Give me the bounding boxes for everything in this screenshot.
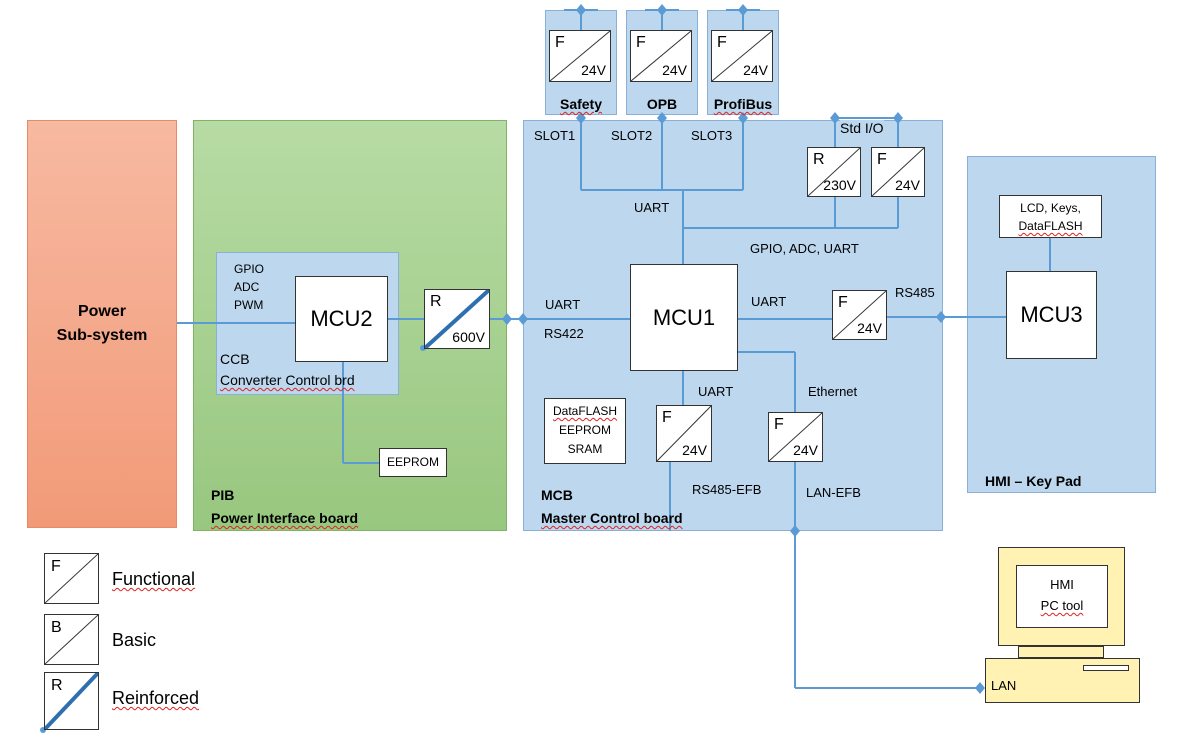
- isolator-diagonal-icon: [631, 31, 691, 81]
- mcu2-box: MCU2: [295, 276, 388, 362]
- isolator-rs485: F 24V: [832, 290, 887, 340]
- isolator-letter: F: [838, 294, 848, 311]
- mcb-short-label: MCB: [541, 487, 573, 503]
- hmi-title: HMI – Key Pad: [985, 473, 1082, 489]
- memory-eeprom: EEPROM: [558, 423, 611, 437]
- isolator-voltage: 230V: [823, 177, 856, 193]
- isolator-diagonal-icon: [808, 148, 860, 196]
- isolator-letter: F: [717, 34, 727, 51]
- isolator-letter: R: [813, 151, 825, 168]
- isolator-voltage: 600V: [452, 329, 485, 345]
- ccb-signal-gpio: GPIO: [234, 262, 265, 276]
- isolator-slot-safety: F 24V: [549, 30, 611, 82]
- memory-box: DataFLASH EEPROM SRAM: [544, 398, 626, 464]
- legend-letter: B: [51, 619, 62, 636]
- slot-opb-label: OPB: [646, 96, 678, 112]
- isolator-diagonal-icon: [425, 290, 489, 348]
- ccb-signal-list: GPIO ADC PWM: [234, 260, 264, 314]
- isolator-letter: R: [430, 293, 442, 310]
- isolator-letter: F: [662, 409, 672, 426]
- uart-top-label: UART: [634, 200, 670, 215]
- slot-safety-label: Safety: [559, 96, 603, 112]
- legend-letter: F: [51, 558, 61, 575]
- isolator-letter: F: [774, 416, 784, 433]
- isolator-stdio-r: R 230V: [807, 147, 861, 197]
- ccb-signal-pwm: PWM: [234, 298, 264, 312]
- mcu3-box: MCU3: [1006, 271, 1097, 359]
- pib-full-label: Power Interface board: [211, 510, 359, 526]
- isolator-voltage: 24V: [662, 62, 687, 78]
- power-title-line2: Sub-system: [56, 327, 148, 344]
- lan-efb-label: LAN-EFB: [806, 485, 861, 500]
- pib-short-label: PIB: [211, 487, 235, 503]
- isolator-uart-efb: F 24V: [656, 405, 712, 462]
- hmi-memory-line1: LCD, Keys,: [1020, 201, 1081, 215]
- isolator-voltage: 24V: [793, 442, 818, 458]
- gpio-adc-uart-label: GPIO, ADC, UART: [750, 241, 859, 256]
- eeprom-box: EEPROM: [379, 448, 447, 477]
- legend-text-0: Functional: [112, 569, 196, 589]
- mcb-full-label: Master Control board: [541, 510, 683, 526]
- isolator-slot-profibus: F 24V: [711, 30, 773, 82]
- ccb-label: CCB: [220, 351, 250, 367]
- ethernet-label: Ethernet: [808, 384, 858, 399]
- isolator-voltage: 24V: [857, 320, 882, 336]
- isolator-pib-r: R 600V: [424, 289, 490, 349]
- legend-diagonal-icon: [45, 554, 98, 603]
- legend-diagonal-icon: [45, 615, 98, 664]
- isolator-voltage: 24V: [743, 62, 768, 78]
- memory-dataflash: DataFLASH: [552, 404, 618, 418]
- pc-drive-slot: [1083, 665, 1129, 671]
- slot3-label: SLOT3: [691, 128, 733, 143]
- legend-symbol-1: B: [44, 614, 99, 665]
- isolator-diagonal-icon: [712, 31, 772, 81]
- rs485-label: RS485: [895, 285, 935, 300]
- slot-profibus-label: ProfiBus: [713, 96, 773, 112]
- isolator-diagonal-icon: [657, 406, 711, 461]
- rs422-label: RS422: [544, 326, 584, 341]
- uart-left-label: UART: [545, 297, 581, 312]
- legend-diagonal-icon: [45, 673, 98, 729]
- isolator-stdio-f: F 24V: [871, 147, 925, 197]
- legend-text-2: Reinforced: [112, 688, 200, 708]
- uart-bottom-label: UART: [698, 384, 734, 399]
- ccb-signal-adc: ADC: [234, 280, 260, 294]
- power-title: Power Sub-system: [27, 300, 177, 348]
- legend-text-1: Basic: [112, 630, 157, 650]
- mcu1-box: MCU1: [630, 264, 738, 371]
- isolator-letter: F: [877, 151, 887, 168]
- isolator-diagonal-icon: [833, 291, 886, 339]
- power-title-line1: Power: [77, 303, 126, 320]
- legend-symbol-2: R: [44, 672, 99, 730]
- power-subsystem-region: [27, 120, 177, 528]
- isolator-letter: F: [636, 34, 646, 51]
- legend-letter: R: [51, 677, 63, 694]
- isolator-letter: F: [555, 34, 565, 51]
- pc-screen: HMI PC tool: [1016, 565, 1108, 628]
- slot2-label: SLOT2: [611, 128, 653, 143]
- isolator-slot-opb: F 24V: [630, 30, 692, 82]
- isolator-eth-efb: F 24V: [768, 412, 823, 462]
- hmi-memory-line2: DataFLASH: [1018, 219, 1083, 233]
- pc-stand: [1018, 646, 1104, 658]
- rs485-efb-label: RS485-EFB: [692, 482, 762, 497]
- isolator-diagonal-icon: [872, 148, 924, 196]
- std-io-label: Std I/O: [840, 120, 884, 136]
- legend-symbol-0: F: [44, 553, 99, 604]
- hmi-memory-box: LCD, Keys, DataFLASH: [999, 195, 1102, 238]
- slot1-label: SLOT1: [534, 128, 576, 143]
- ccb-full-label: Converter Control brd: [220, 372, 355, 388]
- uart-right-label: UART: [751, 294, 787, 309]
- isolator-voltage: 24V: [581, 62, 606, 78]
- memory-sram: SRAM: [567, 442, 603, 456]
- lan-label: LAN: [991, 678, 1017, 693]
- isolator-diagonal-icon: [769, 413, 822, 461]
- isolator-voltage: 24V: [895, 177, 920, 193]
- pc-screen-line2: PC tool: [1040, 598, 1084, 613]
- isolator-diagonal-icon: [550, 31, 610, 81]
- pc-screen-line1: HMI: [1050, 577, 1074, 592]
- isolator-voltage: 24V: [682, 442, 707, 458]
